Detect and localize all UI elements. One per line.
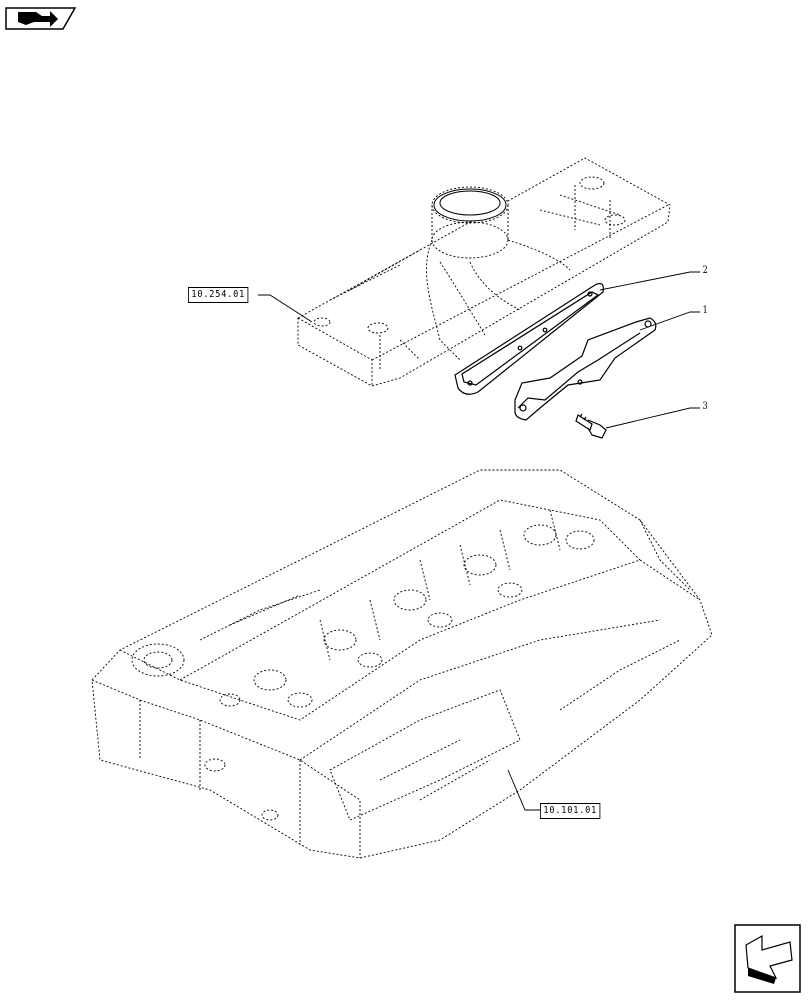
- spacer-plate: [514, 317, 657, 421]
- gasket: [454, 282, 604, 395]
- reference-label-lower[interactable]: 10.101.01: [540, 803, 601, 819]
- cylinder-head: [91, 469, 713, 859]
- book-arrow-icon[interactable]: [5, 7, 77, 30]
- intake-manifold: [297, 157, 671, 387]
- leader-lines-upper: [258, 271, 700, 429]
- next-arrow-icon[interactable]: [734, 924, 801, 993]
- bolt: [575, 413, 607, 439]
- callout-number-2: 2: [702, 265, 708, 276]
- callout-number-3: 3: [702, 401, 708, 412]
- leader-lines-lower: [507, 769, 540, 811]
- callout-number-1: 1: [702, 305, 708, 316]
- manifold-cap: [433, 188, 507, 222]
- reference-label-upper[interactable]: 10.254.01: [188, 287, 249, 303]
